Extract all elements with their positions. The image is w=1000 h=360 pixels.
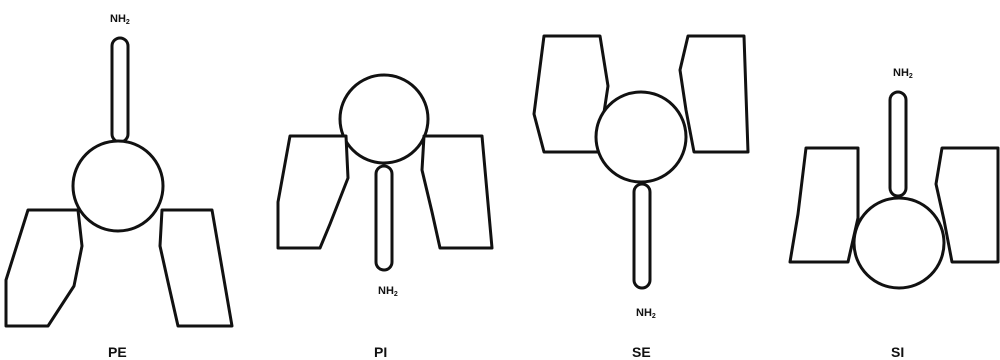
pi-amine-stem [374, 164, 394, 272]
si-caption: SI [891, 344, 904, 360]
pe-amine-stem [110, 36, 130, 144]
se-core-circle [594, 90, 688, 184]
pe-core-circle [71, 139, 165, 233]
si-amine-stem [888, 90, 908, 198]
se-structure: NH2 SE [532, 34, 750, 360]
pe-right-block [158, 208, 234, 328]
pi-structure: NH2 PI [276, 73, 494, 360]
pi-nh2-label: NH2 [378, 285, 398, 298]
pe-left-block [4, 208, 84, 328]
se-nh2-label: NH2 [636, 307, 656, 320]
pi-left-block [276, 134, 350, 250]
pe-caption: PE [108, 344, 127, 360]
se-right-block [678, 34, 750, 154]
se-caption: SE [632, 344, 651, 360]
pi-caption: PI [374, 344, 387, 360]
si-structure: NH2 SI [788, 67, 1000, 360]
si-nh2-label: NH2 [893, 67, 913, 80]
si-right-block [934, 146, 1000, 264]
pi-core-circle [338, 73, 430, 165]
se-amine-stem [632, 182, 652, 290]
pe-structure: NH2 PE [4, 13, 234, 360]
pi-right-block [420, 134, 494, 250]
pe-nh2-label: NH2 [110, 13, 130, 26]
si-core-circle [852, 196, 946, 290]
si-left-block [788, 146, 860, 264]
